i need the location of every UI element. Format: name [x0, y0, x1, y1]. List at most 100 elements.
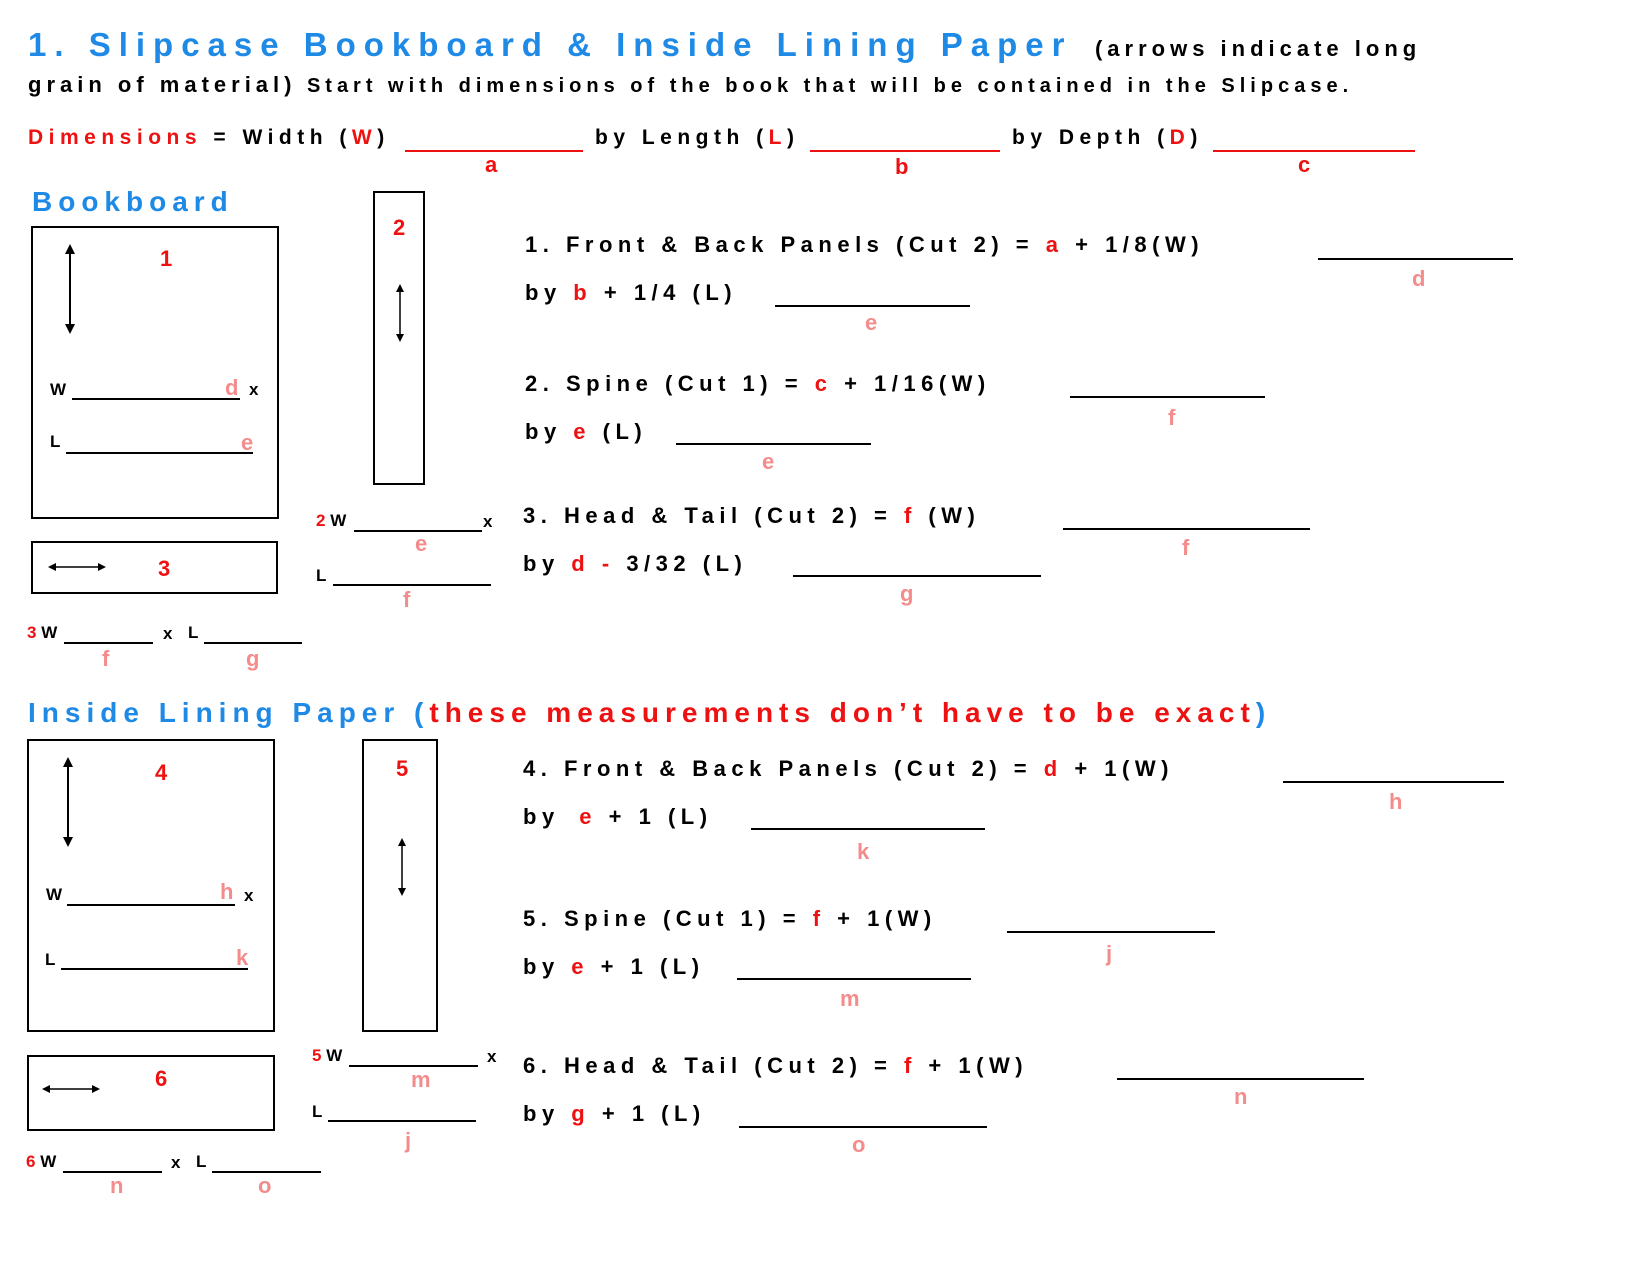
box3-w-letter: f [102, 646, 110, 671]
step-3-line-1: 3. Head & Tail (Cut 2) = f (W) [523, 503, 980, 529]
step-text: 5. Spine (Cut 1) = [523, 906, 813, 931]
box5-l-letter: j [405, 1128, 412, 1153]
step-text: by [523, 551, 572, 576]
step1-width-input[interactable] [1318, 258, 1513, 260]
l-label: L [196, 1152, 207, 1171]
paren: ) [377, 126, 390, 149]
paren: ) [1190, 126, 1203, 149]
box6-w-input[interactable] [63, 1171, 162, 1173]
lining-head-tail-diagram [27, 1055, 275, 1131]
step-var: d [1043, 756, 1063, 781]
box3-row: 3 W [27, 623, 57, 643]
step5-length-input[interactable] [737, 978, 971, 980]
step-var: f [812, 906, 826, 931]
box2-w-row: 2 W [316, 511, 346, 531]
page-title: 1. Slipcase Bookboard & Inside Lining Pa… [28, 26, 1073, 63]
step2-length-input[interactable] [676, 443, 871, 445]
step-var: b [573, 280, 593, 305]
step1-length-input[interactable] [775, 305, 970, 307]
step5-width-input[interactable] [1007, 931, 1215, 933]
bookboard-head-tail-diagram [31, 541, 278, 594]
box4-l-input[interactable] [61, 968, 248, 970]
box4-w-input[interactable] [67, 904, 235, 906]
dimensions-row: Dimensions = Width (W) [28, 126, 390, 150]
step-1-line-2: by b + 1/4 (L) [525, 280, 737, 306]
header-line-2: grain of material) Start with dimensions… [28, 72, 1353, 98]
step3-ans1: f [1182, 535, 1190, 560]
depth-group: by Depth (D) [1012, 126, 1203, 150]
box2-ref: 2 [316, 511, 326, 530]
box5-w-input[interactable] [349, 1065, 478, 1067]
x-label: x [171, 1153, 181, 1172]
box6-l-input[interactable] [212, 1171, 321, 1173]
title-note-cont: grain of material) [28, 72, 297, 97]
step-text: 1. Front & Back Panels (Cut 2) = [525, 232, 1046, 257]
step3-width-input[interactable] [1063, 528, 1310, 530]
step-text: + 1 (L) [589, 954, 705, 979]
step3-length-input[interactable] [793, 575, 1041, 577]
l-label: L [312, 1102, 323, 1121]
box3-w-input[interactable] [64, 642, 153, 644]
length-group: by Length (L) [595, 126, 799, 150]
width-input-line[interactable] [405, 150, 583, 152]
step3-ans2: g [900, 581, 914, 606]
step-text: 2. Spine (Cut 1) = [525, 371, 815, 396]
vertical-double-arrow-icon [65, 244, 75, 334]
step-text: + 1 (L) [590, 1101, 706, 1126]
step5-ans1: j [1106, 941, 1113, 966]
vertical-double-arrow-icon [396, 284, 404, 342]
box-number-5: 5 [396, 756, 409, 781]
box2-w-input[interactable] [354, 530, 482, 532]
step-var: f [903, 503, 917, 528]
length-symbol: L [768, 126, 787, 149]
step-6-line-2: by g + 1 (L) [523, 1101, 706, 1127]
x-label: x [244, 886, 254, 905]
box1-w-input[interactable] [72, 398, 240, 400]
box3-ref: 3 [27, 623, 37, 642]
box2-l-input[interactable] [333, 584, 491, 586]
box-number-1: 1 [160, 246, 173, 271]
step4-length-input[interactable] [751, 828, 985, 830]
box3-l-input[interactable] [204, 642, 302, 644]
box-number-2: 2 [393, 215, 406, 240]
step4-width-input[interactable] [1283, 781, 1504, 783]
step-text: + 1 (L) [597, 804, 713, 829]
l-label: L [50, 432, 61, 451]
length-input-line[interactable] [810, 150, 1000, 152]
instructions: Start with dimensions of the book that w… [306, 75, 1354, 97]
step-text: by [525, 280, 574, 305]
step-var: f [903, 1053, 917, 1078]
step-text: + 1/4 (L) [592, 280, 738, 305]
box5-l-input[interactable] [328, 1120, 476, 1122]
w-label: W [46, 885, 63, 904]
step-text: 6. Head & Tail (Cut 2) = [523, 1053, 904, 1078]
step-text: by [523, 1101, 572, 1126]
lining-panel-diagram [27, 739, 275, 1032]
step2-ans1: f [1168, 405, 1176, 430]
step2-width-input[interactable] [1070, 396, 1265, 398]
w-label: W [40, 1152, 57, 1171]
step-var: e [579, 804, 598, 829]
step6-length-input[interactable] [739, 1126, 987, 1128]
horizontal-double-arrow-icon [48, 563, 106, 571]
box4-l-letter: k [236, 945, 249, 970]
step-minus: - [590, 551, 615, 576]
depth-input-line[interactable] [1213, 150, 1415, 152]
box1-l-input[interactable] [66, 452, 253, 454]
box4-w-letter: h [220, 879, 234, 904]
dimensions-label: Dimensions [28, 126, 203, 149]
width-symbol: W [351, 126, 378, 149]
l-label: L [316, 566, 327, 585]
title-note: (arrows indicate long [1094, 36, 1422, 61]
step-var: d [571, 551, 591, 576]
step6-width-input[interactable] [1117, 1078, 1364, 1080]
lining-spine-diagram [362, 739, 438, 1032]
box1-w-letter: d [225, 375, 239, 400]
page-header: 1. Slipcase Bookboard & Inside Lining Pa… [28, 26, 1421, 64]
depth-symbol: D [1169, 126, 1191, 149]
depth-label: by Depth ( [1012, 126, 1170, 149]
length-label: by Length ( [595, 126, 769, 149]
step-text: + 1/8(W) [1063, 232, 1205, 257]
step-3-line-2: by d - 3/32 (L) [523, 551, 747, 577]
box6-ref: 6 [26, 1152, 36, 1171]
